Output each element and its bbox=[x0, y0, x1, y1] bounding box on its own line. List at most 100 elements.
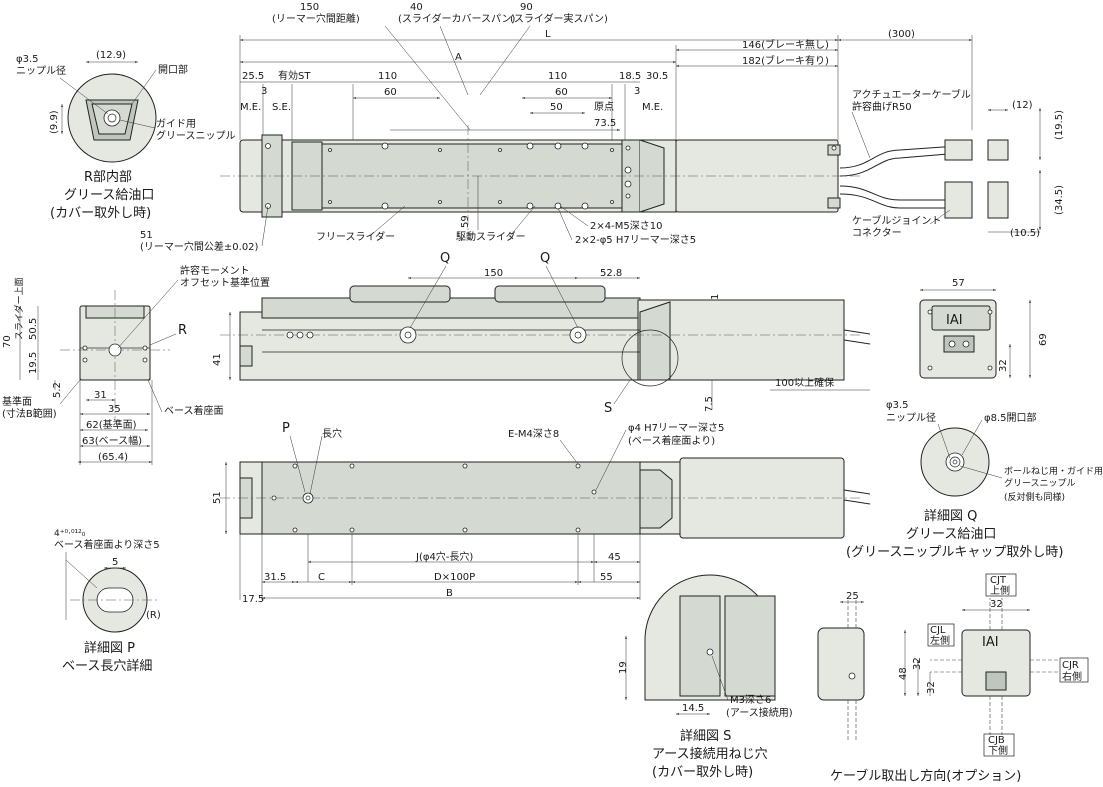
r-guide: ガイド用 bbox=[156, 118, 196, 130]
connector-box-a bbox=[944, 139, 973, 161]
dim-60a: 60 bbox=[384, 87, 397, 98]
bottom-dJ: J(φ4穴-長穴) bbox=[415, 550, 473, 563]
cable-d25: 25 bbox=[846, 591, 859, 602]
label-hole-h7: 2×2-φ5 H7リーマー深さ5 bbox=[575, 234, 696, 246]
cjb-box bbox=[983, 733, 1015, 757]
side-d65-4: (65.4) bbox=[98, 452, 128, 463]
dim-A: A bbox=[455, 52, 462, 63]
s-title1: 詳細図 S bbox=[680, 728, 731, 744]
side-d70: 70 bbox=[2, 335, 13, 348]
dim-3a: 3 bbox=[261, 86, 267, 97]
bottom-long-hole: 長穴 bbox=[322, 427, 342, 440]
q-grease: グリースニップル bbox=[1004, 477, 1076, 489]
cable-lower-b bbox=[839, 193, 945, 209]
front-base bbox=[239, 311, 641, 381]
p-r: (R) bbox=[146, 610, 161, 621]
end-d57: 57 bbox=[952, 278, 965, 289]
bottom-phi4: φ4 H7リーマー深さ5 bbox=[628, 422, 724, 434]
r-nipple-dia: ニップル径 bbox=[16, 64, 66, 77]
cable-d32b: 32 bbox=[912, 657, 923, 670]
bottom-p-label: P bbox=[282, 421, 290, 436]
connector-box-b bbox=[987, 139, 1009, 161]
dim-30-5: 30.5 bbox=[646, 71, 668, 82]
bottom-d51: 51 bbox=[212, 491, 223, 504]
dim-19-5: (19.5) bbox=[1054, 110, 1065, 140]
dim-40-note: (スライダーカバースパン) bbox=[398, 12, 516, 25]
side-moment1: 許容モーメント bbox=[180, 264, 250, 277]
dim-34-5: (34.5) bbox=[1054, 185, 1065, 215]
dim-3b: 3 bbox=[634, 86, 640, 97]
side-d35: 35 bbox=[108, 404, 121, 415]
front-end-cap bbox=[239, 345, 253, 367]
bottom-dD: D×100P bbox=[434, 572, 475, 583]
bottom-phi4-note: (ベース着座面より) bbox=[628, 434, 715, 447]
front-d41: 41 bbox=[212, 353, 223, 366]
dim-110b: 110 bbox=[548, 71, 567, 82]
cable-d32a: 32 bbox=[990, 599, 1003, 610]
label-cable: アクチュエーターケーブル bbox=[852, 88, 971, 101]
detail-p: 5 4⁺⁰·⁰¹²₀ ベース着座面より深さ5 (R) 詳細図 P ベース長穴詳細 bbox=[54, 529, 161, 674]
cable-direction: 25 IAI 32 48 32 32 CJT 上側 CJL 左側 CJR 右側 … bbox=[817, 573, 1089, 784]
front-q2: Q bbox=[540, 251, 550, 266]
cjt-label2: 上側 bbox=[990, 584, 1010, 597]
cjb-label2: 下側 bbox=[988, 744, 1008, 757]
dim-18-5: 18.5 bbox=[619, 71, 641, 82]
bottom-em4: E-M4深さ8 bbox=[508, 428, 559, 440]
front-free-slider bbox=[349, 285, 451, 303]
front-d1: 1 bbox=[710, 294, 721, 300]
p-title2: ベース長穴詳細 bbox=[62, 658, 152, 674]
side-d50-5: 50.5 bbox=[28, 318, 39, 340]
r-d9-9: (9.9) bbox=[49, 110, 60, 134]
top-view: L A 146(ブレーキ無し) 182(ブレーキ有り) (300) 150 (リ… bbox=[140, 2, 1065, 253]
end-logo: IAI bbox=[946, 313, 963, 328]
dim-146: 146(ブレーキ無し) bbox=[742, 38, 829, 51]
dim-90-note: (スライダー実スパン) bbox=[510, 12, 608, 25]
end-connector bbox=[943, 335, 975, 353]
q-title2: グリース給油口 bbox=[906, 527, 996, 542]
s-m3: M3深さ6 bbox=[730, 694, 771, 706]
label-me1: M.E. bbox=[240, 102, 261, 113]
s-d19: 19 bbox=[618, 661, 629, 674]
cable-d48: 48 bbox=[898, 667, 909, 680]
cjr-label: CJR bbox=[1062, 660, 1079, 671]
side-base-ref: 基準面 bbox=[2, 395, 32, 408]
label-cable-bend: 許容曲げR50 bbox=[852, 100, 912, 113]
bottom-dB: B bbox=[446, 588, 453, 599]
p-title1: 詳細図 P bbox=[84, 640, 135, 656]
cable-title: ケーブル取出し方向(オプション) bbox=[830, 768, 1021, 784]
front-d100: 100以上確保 bbox=[775, 376, 834, 389]
dim-60b: 60 bbox=[555, 87, 568, 98]
dim-51: 51 bbox=[140, 230, 153, 241]
bottom-view: P 長穴 E-M4深さ8 φ4 H7リーマー深さ5 (ベース着座面より) 51 … bbox=[212, 421, 871, 605]
dim-40: 40 bbox=[410, 2, 423, 13]
p-depth: ベース着座面より深さ5 bbox=[54, 538, 160, 551]
label-hole-m5: 2×4-M5深さ10 bbox=[590, 220, 662, 232]
dim-25-5: 25.5 bbox=[242, 71, 264, 82]
end-d69: 69 bbox=[1038, 333, 1049, 346]
r-title3: (カバー取外し時) bbox=[50, 206, 151, 221]
detail-q: φ3.5 ニップル径 φ8.5開口部 ボールねじ用・ガイド用 グリースニップル … bbox=[846, 400, 1103, 560]
side-d63: 63(ベース幅) bbox=[82, 434, 142, 447]
q-title3: (グリースニップルキャップ取外し時) bbox=[846, 545, 1064, 560]
s-title3: (カバー取外し時) bbox=[652, 765, 753, 780]
front-d150: 150 bbox=[484, 268, 503, 279]
label-drive-slider: 駆動スライダー bbox=[456, 230, 526, 243]
connector-bottom bbox=[827, 197, 841, 209]
dim-90: 90 bbox=[520, 2, 533, 13]
joint-box-b bbox=[987, 181, 1009, 219]
dim-51-note: (リーマー穴間公差±0.02) bbox=[140, 240, 259, 253]
p-tol: 4⁺⁰·⁰¹²₀ bbox=[54, 529, 86, 539]
r-title1: R部内部 bbox=[84, 169, 132, 185]
s-earth: (アース接続用) bbox=[726, 706, 793, 719]
q-phi3-5: φ3.5 bbox=[886, 400, 909, 411]
label-joint: ケーブルジョイント bbox=[852, 214, 941, 227]
q-nipple: ニップル径 bbox=[886, 411, 936, 424]
label-origin: 原点 bbox=[594, 101, 614, 113]
bottom-dC: C bbox=[318, 572, 325, 583]
dim-182: 182(ブレーキ有り) bbox=[742, 54, 829, 67]
cjb-label: CJB bbox=[988, 735, 1005, 746]
bottom-d31-5: 31.5 bbox=[264, 572, 286, 583]
side-view: 許容モーメント オフセット基準位置 R 70 スライダー上面 50.5 19.5… bbox=[2, 264, 270, 465]
cable-logo: IAI bbox=[982, 635, 999, 650]
